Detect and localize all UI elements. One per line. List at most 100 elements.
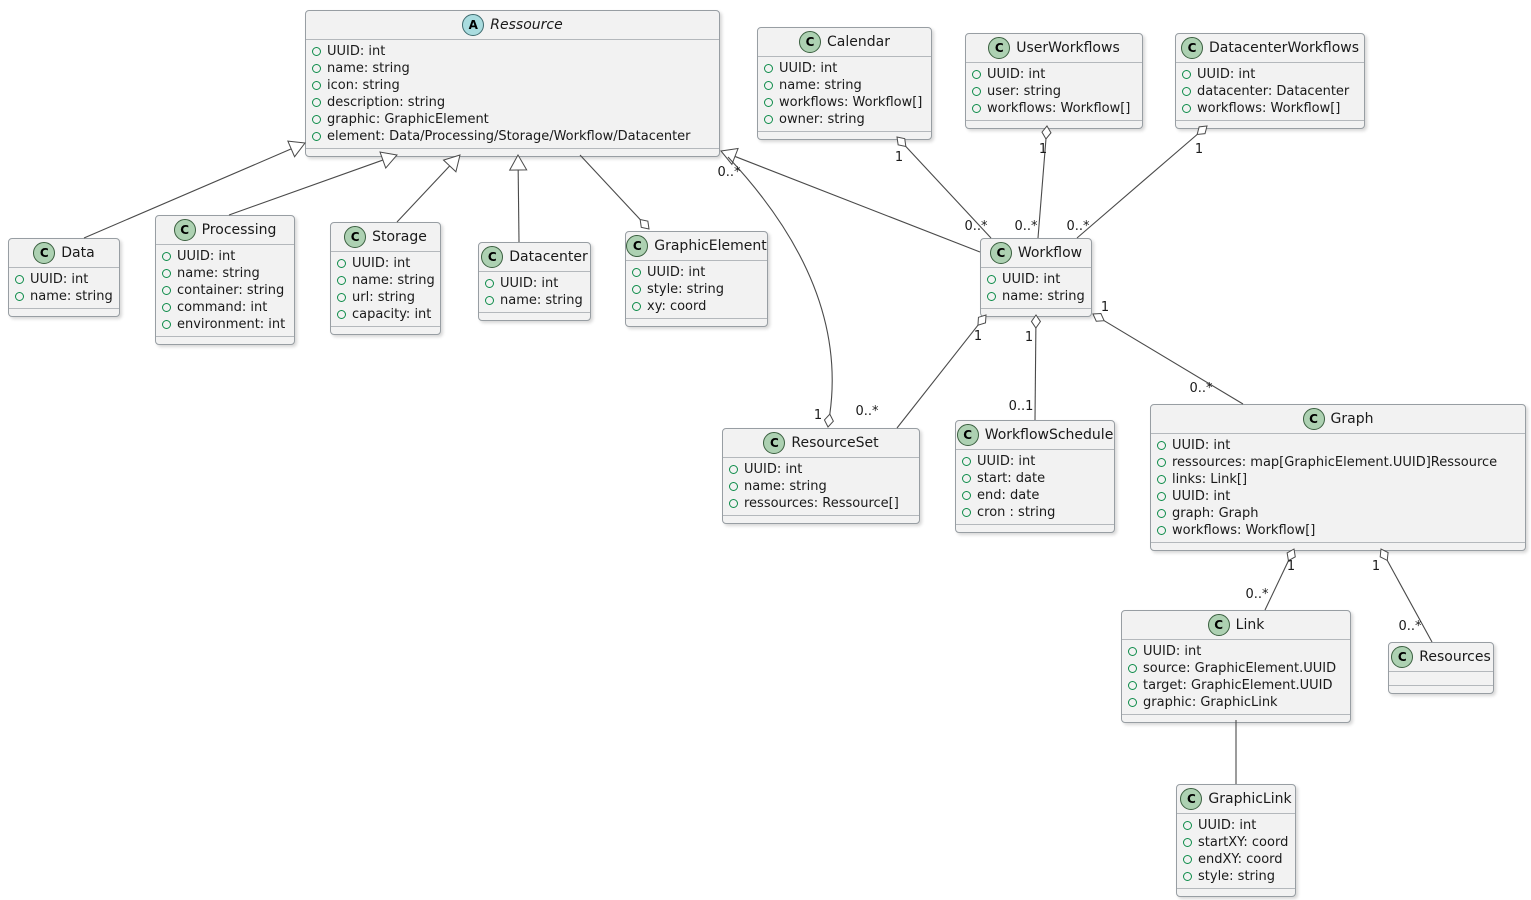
attribute-text: start: date [977, 471, 1046, 486]
field-visibility-icon [729, 465, 738, 474]
methods-compartment [306, 148, 719, 156]
multiplicity-label: 1 [814, 408, 822, 423]
abstract-class-icon: A [462, 14, 485, 36]
class-title: Graph [1330, 411, 1374, 427]
attribute-text: UUID: int [1198, 818, 1257, 833]
attribute-text: endXY: coord [1198, 852, 1283, 867]
attribute-row: workflows: Workflow[] [758, 94, 931, 111]
attribute-row: name: string [306, 60, 719, 77]
field-visibility-icon [1182, 87, 1191, 96]
field-visibility-icon [962, 474, 971, 483]
field-visibility-icon [764, 98, 773, 107]
field-visibility-icon [485, 279, 494, 288]
multiplicity-label: 1 [974, 329, 982, 344]
attribute-text: UUID: int [352, 256, 411, 271]
attribute-row: command: int [156, 299, 294, 316]
edge-calendar-workflow [905, 146, 992, 239]
multiplicity-label: 0..1 [1009, 399, 1034, 414]
field-visibility-icon [1183, 872, 1192, 881]
class-title: Storage [372, 229, 427, 245]
multiplicity-label: 0..* [1398, 619, 1422, 634]
class-title: Calendar [827, 34, 890, 50]
attribute-text: UUID: int [1197, 67, 1256, 82]
class-icon: C [1207, 614, 1230, 636]
methods-compartment [1389, 685, 1493, 693]
class-icon: C [626, 235, 649, 257]
field-visibility-icon [162, 269, 171, 278]
attribute-text: ressources: map[GraphicElement.UUID]Ress… [1172, 455, 1498, 470]
field-visibility-icon [337, 293, 346, 302]
field-visibility-icon [1182, 104, 1191, 113]
field-visibility-icon [312, 98, 321, 107]
attribute-text: UUID: int [1172, 489, 1231, 504]
edge-graph-link [1264, 560, 1289, 611]
attribute-text: UUID: int [177, 249, 236, 264]
multiplicity-label: 0..* [1066, 219, 1090, 234]
attributes-compartment: UUID: int ressources: map[GraphicElement.… [1151, 434, 1525, 542]
attribute-row: url: string [331, 289, 440, 306]
methods-compartment [723, 515, 919, 523]
attribute-row: UUID: int [1177, 817, 1295, 834]
attribute-text: name: string [744, 479, 827, 494]
field-visibility-icon [1157, 492, 1166, 501]
class-title: DatacenterWorkflows [1208, 40, 1360, 56]
field-visibility-icon [962, 491, 971, 500]
attribute-text: UUID: int [327, 44, 386, 59]
class-icon: C [763, 432, 786, 454]
field-visibility-icon [729, 482, 738, 491]
attribute-row: element: Data/Processing/Storage/Workflo… [306, 128, 719, 145]
field-visibility-icon [972, 70, 981, 79]
multiplicity-label: 0..* [964, 219, 988, 234]
class-icon: C [1302, 408, 1325, 430]
class-header: C Graph [1151, 405, 1525, 434]
field-visibility-icon [972, 87, 981, 96]
edge-workflow-workflowschedule [1034, 327, 1037, 421]
attribute-text: graphic: GraphicLink [1143, 695, 1278, 710]
attribute-text: UUID: int [779, 61, 838, 76]
attribute-row: UUID: int [1122, 643, 1350, 660]
attribute-text: icon: string [327, 78, 400, 93]
class-icon: C [1180, 788, 1203, 810]
attribute-row: icon: string [306, 77, 719, 94]
attribute-row: style: string [1177, 868, 1295, 885]
attribute-text: UUID: int [1143, 644, 1202, 659]
multiplicity-label: 0..* [855, 404, 879, 419]
field-visibility-icon [15, 292, 24, 301]
attribute-row: workflows: Workflow[] [966, 100, 1142, 117]
class-icon: C [956, 424, 979, 446]
attribute-text: xy: coord [647, 299, 707, 314]
attribute-row: UUID: int [956, 453, 1114, 470]
attribute-row: description: string [306, 94, 719, 111]
edge-workflow-ressource [734, 155, 981, 253]
methods-compartment [1151, 542, 1525, 550]
field-visibility-icon [1157, 526, 1166, 535]
attribute-row: UUID: int [723, 461, 919, 478]
field-visibility-icon [15, 275, 24, 284]
field-visibility-icon [312, 47, 321, 56]
attribute-text: description: string [327, 95, 446, 110]
field-visibility-icon [162, 303, 171, 312]
methods-compartment [1176, 120, 1364, 128]
attribute-text: source: GraphicElement.UUID [1143, 661, 1337, 676]
methods-compartment [956, 524, 1114, 532]
attribute-row: workflows: Workflow[] [1176, 100, 1364, 117]
class-icon: C [481, 246, 504, 268]
attribute-row: UUID: int [758, 60, 931, 77]
attribute-row: UUID: int [156, 248, 294, 265]
